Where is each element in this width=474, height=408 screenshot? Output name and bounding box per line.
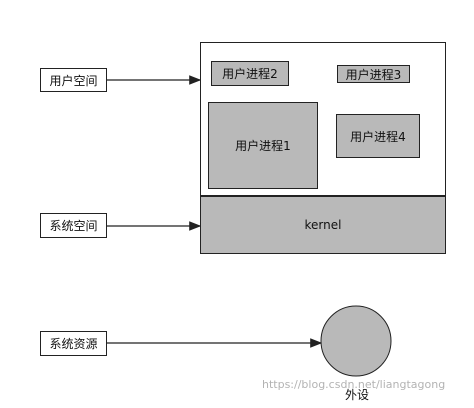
process-2: 用户进程2 <box>211 61 289 86</box>
process-4: 用户进程4 <box>336 114 420 158</box>
user-space-label: 用户空间 <box>40 68 107 92</box>
device-circle <box>320 305 392 377</box>
watermark-text: https://blog.csdn.net/liangtagong <box>262 378 446 391</box>
process-3: 用户进程3 <box>337 65 410 83</box>
system-space-label: 系统空间 <box>40 213 107 238</box>
kernel-block: kernel <box>200 196 446 254</box>
process-1: 用户进程1 <box>208 102 318 189</box>
device-label: 外设 <box>345 388 370 402</box>
system-resources-label: 系统资源 <box>40 331 107 356</box>
